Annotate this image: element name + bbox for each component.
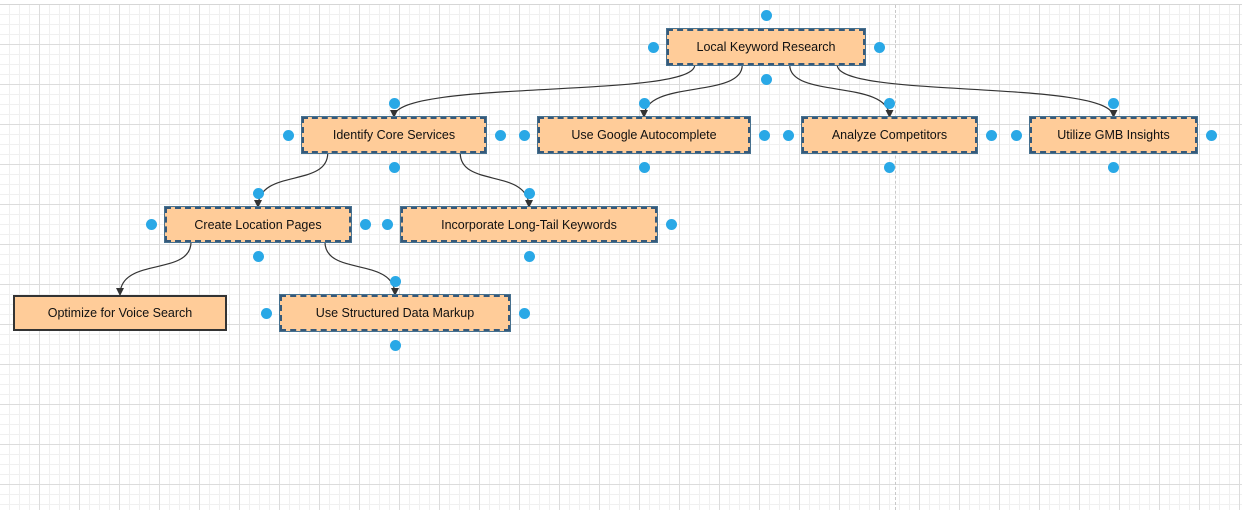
edge-local-keyword-research-to-identify-core-services[interactable] — [390, 64, 696, 118]
connection-handle-bottom[interactable] — [638, 161, 650, 173]
connection-handle-left[interactable] — [145, 219, 157, 230]
edge-identify-core-services-to-create-location-pages[interactable] — [254, 152, 329, 208]
connection-handle-right[interactable] — [1205, 129, 1217, 141]
connection-handle-right[interactable] — [665, 219, 677, 230]
connection-handle-right[interactable] — [873, 41, 885, 53]
edge-local-keyword-research-to-use-google-autocomplete[interactable] — [640, 64, 743, 118]
node-create-location-pages[interactable]: Create Location Pages — [165, 207, 351, 242]
node-label: Local Keyword Research — [696, 40, 836, 54]
node-label: Optimize for Voice Search — [47, 306, 193, 320]
node-label: Utilize GMB Insights — [1057, 128, 1170, 142]
node-label: Create Location Pages — [194, 217, 322, 232]
connection-handle-right[interactable] — [518, 307, 530, 319]
connection-handle-right[interactable] — [758, 129, 770, 141]
node-label: Incorporate Long-Tail Keywords — [441, 217, 617, 232]
node-optimize-for-voice-search[interactable]: Optimize for Voice Search — [13, 295, 227, 331]
edge-local-keyword-research-to-analyze-competitors[interactable] — [789, 64, 894, 118]
edge-create-location-pages-to-use-structured-data-markup[interactable] — [324, 241, 399, 296]
node-local-keyword-research[interactable]: Local Keyword Research — [667, 29, 865, 65]
connection-handle-top[interactable] — [252, 187, 264, 199]
edge-local-keyword-research-to-utilize-gmb-insights[interactable] — [836, 64, 1118, 118]
connection-handle-top[interactable] — [1108, 97, 1119, 109]
canvas-top-border — [0, 4, 1242, 5]
connection-handle-top[interactable] — [884, 97, 895, 109]
connection-handle-left[interactable] — [647, 41, 659, 53]
connection-handle-top[interactable] — [760, 9, 772, 21]
node-label: Identify Core Services — [332, 128, 456, 142]
edge-create-location-pages-to-optimize-for-voice-search[interactable] — [116, 241, 192, 296]
connection-handle-top[interactable] — [638, 97, 650, 109]
connection-handle-right[interactable] — [494, 129, 506, 141]
node-utilize-gmb-insights[interactable]: Utilize GMB Insights — [1030, 117, 1197, 153]
connection-handle-top[interactable] — [389, 275, 401, 287]
connection-handle-left[interactable] — [381, 219, 393, 230]
node-analyze-competitors[interactable]: Analyze Competitors — [802, 117, 977, 153]
connection-handle-top[interactable] — [388, 97, 400, 109]
connection-handle-bottom[interactable] — [884, 161, 895, 173]
connection-handle-left[interactable] — [1010, 129, 1022, 141]
connection-handle-left[interactable] — [282, 129, 294, 141]
node-incorporate-long-tail-keywords[interactable]: Incorporate Long-Tail Keywords — [401, 207, 657, 242]
connection-handle-right[interactable] — [985, 129, 997, 141]
connection-handle-top[interactable] — [523, 187, 535, 199]
diagram-canvas[interactable] — [0, 5, 1242, 510]
connection-handle-bottom[interactable] — [1108, 161, 1119, 173]
node-label: Use Google Autocomplete — [571, 128, 717, 142]
connection-handle-left[interactable] — [782, 129, 794, 141]
node-identify-core-services[interactable]: Identify Core Services — [302, 117, 486, 153]
node-use-structured-data-markup[interactable]: Use Structured Data Markup — [280, 295, 510, 331]
edge-identify-core-services-to-incorporate-long-tail-keywords[interactable] — [459, 152, 533, 208]
connection-handle-left[interactable] — [518, 129, 530, 141]
connection-handle-right[interactable] — [359, 219, 371, 230]
connection-handle-left[interactable] — [260, 307, 272, 319]
connection-handle-bottom[interactable] — [389, 339, 401, 351]
connection-handle-bottom[interactable] — [388, 161, 400, 173]
page-break-line — [895, 5, 896, 510]
connection-handle-bottom[interactable] — [760, 73, 772, 85]
connection-handle-bottom[interactable] — [523, 250, 535, 262]
node-label: Analyze Competitors — [831, 128, 948, 142]
connection-handle-bottom[interactable] — [252, 250, 264, 262]
node-label: Use Structured Data Markup — [315, 306, 475, 320]
node-use-google-autocomplete[interactable]: Use Google Autocomplete — [538, 117, 750, 153]
